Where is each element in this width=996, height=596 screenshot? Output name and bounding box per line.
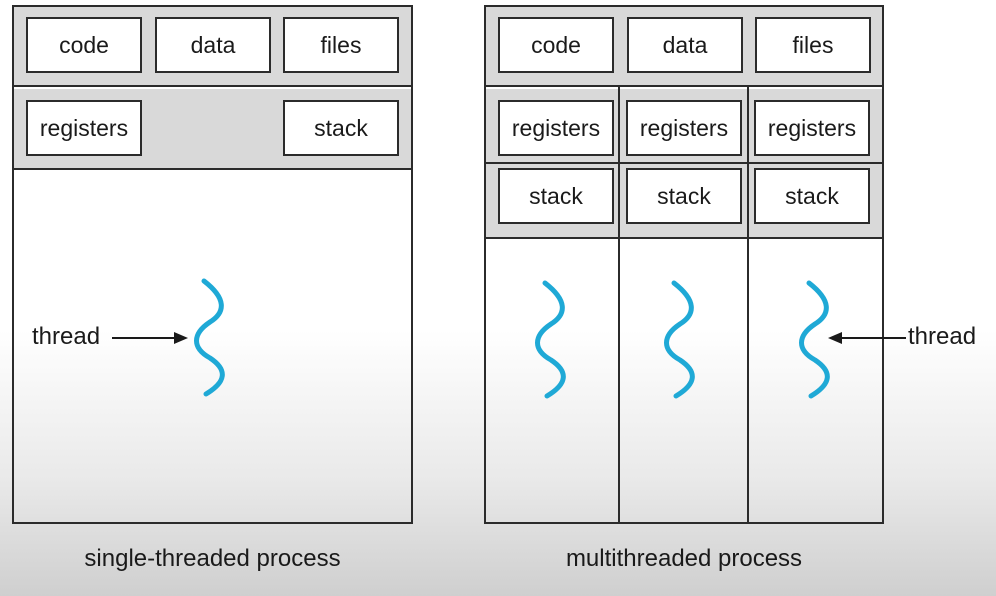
- multi-row-divider: [486, 162, 882, 164]
- thread-wave: [194, 278, 225, 397]
- multi-registers-box-2: registers: [626, 100, 742, 156]
- multi-column-divider-2: [747, 87, 749, 524]
- single-threaded-process: [12, 5, 413, 524]
- single-data-box: data: [155, 17, 271, 73]
- single-caption: single-threaded process: [84, 545, 341, 572]
- single-thread-label: thread: [32, 323, 101, 350]
- multi-stack-box-1: stack: [498, 168, 614, 224]
- multi-thread-wave-icon-3: [799, 280, 830, 399]
- multi-thread-wave-icon-1: [535, 280, 566, 399]
- multithreaded-process: [484, 5, 884, 524]
- multi-code-box: code: [498, 17, 614, 73]
- single-thread-wave-icon: [194, 278, 225, 397]
- single-files-box: files: [283, 17, 399, 73]
- single-stack-box: stack: [283, 100, 399, 156]
- multi-thread-label: thread: [908, 323, 977, 350]
- single-code-box: code: [26, 17, 142, 73]
- multi-stack-box-2: stack: [626, 168, 742, 224]
- multi-stack-box-3: stack: [754, 168, 870, 224]
- multi-registers-box-3: registers: [754, 100, 870, 156]
- single-registers-box: registers: [26, 100, 142, 156]
- multi-data-box: data: [627, 17, 743, 73]
- multi-thread-arrow: [828, 332, 906, 344]
- multi-caption: multithreaded process: [565, 545, 803, 572]
- multi-files-box: files: [755, 17, 871, 73]
- multi-thread-wave-icon-2: [664, 280, 695, 399]
- multi-column-divider-1: [618, 87, 620, 524]
- multi-registers-box-1: registers: [498, 100, 614, 156]
- single-thread-arrow: [112, 332, 188, 344]
